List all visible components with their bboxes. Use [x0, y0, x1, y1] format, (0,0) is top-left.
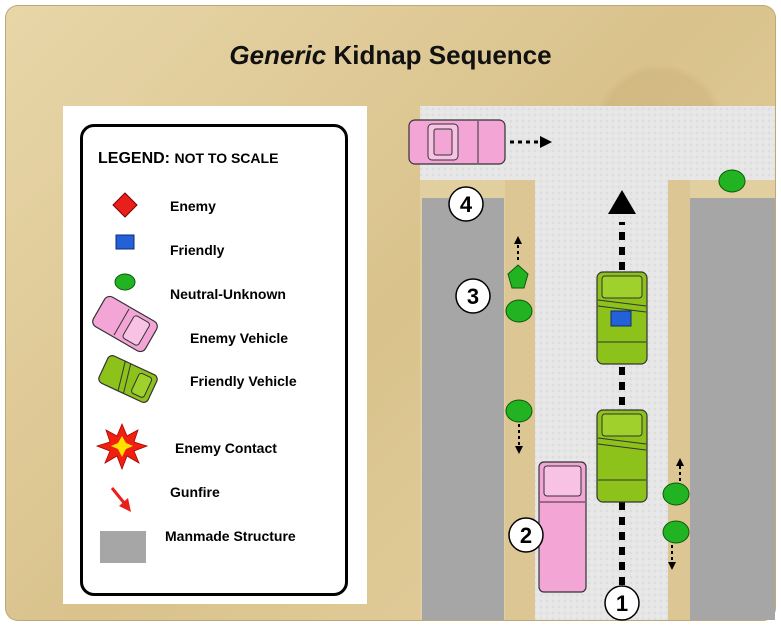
enemy-vehicle-departing: [408, 119, 506, 165]
friendly-marker: [610, 310, 632, 327]
step-1: 1: [604, 585, 640, 621]
legend-friendly-icon: [115, 234, 135, 250]
legend-enemy-icon: [112, 192, 138, 218]
step-3: 3: [455, 278, 491, 314]
page-title: Generic Kidnap Sequence: [229, 40, 552, 70]
step-3-label: 3: [467, 284, 479, 309]
legend-enemy-vehicle-icon: [92, 295, 158, 353]
neutral-person-walking: [505, 399, 533, 423]
legend-note: NOT TO SCALE: [174, 150, 279, 166]
legend-label-neutral: Neutral-Unknown: [170, 286, 286, 302]
legend-label-gunfire: Gunfire: [170, 484, 220, 500]
legend-friendly-vehicle-icon: [98, 355, 158, 403]
enemy-vehicle-path-arrow: [540, 136, 552, 148]
legend-heading: LEGEND: NOT TO SCALE: [98, 150, 279, 167]
step-2-label: 2: [520, 523, 532, 548]
legend-label-structure: Manmade Structure: [165, 528, 296, 544]
move-up-right-head: [676, 458, 684, 466]
move-down-right-head: [668, 562, 676, 570]
move-down-walk-head: [515, 446, 523, 454]
legend-label-enemy-vehicle: Enemy Vehicle: [190, 330, 289, 346]
step-4-label: 4: [460, 192, 473, 217]
legend-enemy-contact-core: [111, 436, 133, 457]
legend-label-enemy: Enemy: [170, 198, 216, 214]
legend-label-friendly: Friendly: [170, 242, 225, 258]
move-up-3-head: [514, 236, 522, 244]
step-1-label: 1: [616, 591, 628, 616]
neutral-person-right-1: [662, 482, 690, 506]
structure-left: [422, 198, 504, 620]
legend-neutral-icon: [114, 273, 136, 291]
enemy-marker: [507, 264, 529, 289]
legend-label-friendly-vehicle: Friendly Vehicle: [190, 373, 297, 389]
structure-right: [690, 198, 775, 620]
friendly-vehicle-rear: [596, 409, 648, 503]
legend-label-enemy-contact: Enemy Contact: [175, 440, 277, 456]
neutral-person-corner: [718, 169, 746, 193]
neutral-person-right-2: [662, 520, 690, 544]
step-4: 4: [448, 186, 484, 222]
legend-structure-icon: [100, 531, 146, 563]
neutral-person-3: [505, 299, 533, 323]
legend-gunfire-line: [110, 487, 127, 505]
sidewalk-right: [668, 180, 690, 620]
enemy-vehicle-parked: [538, 461, 587, 593]
route-arrowhead: [608, 190, 636, 214]
legend-gunfire-arrowhead: [119, 498, 131, 512]
step-2: 2: [508, 517, 544, 553]
